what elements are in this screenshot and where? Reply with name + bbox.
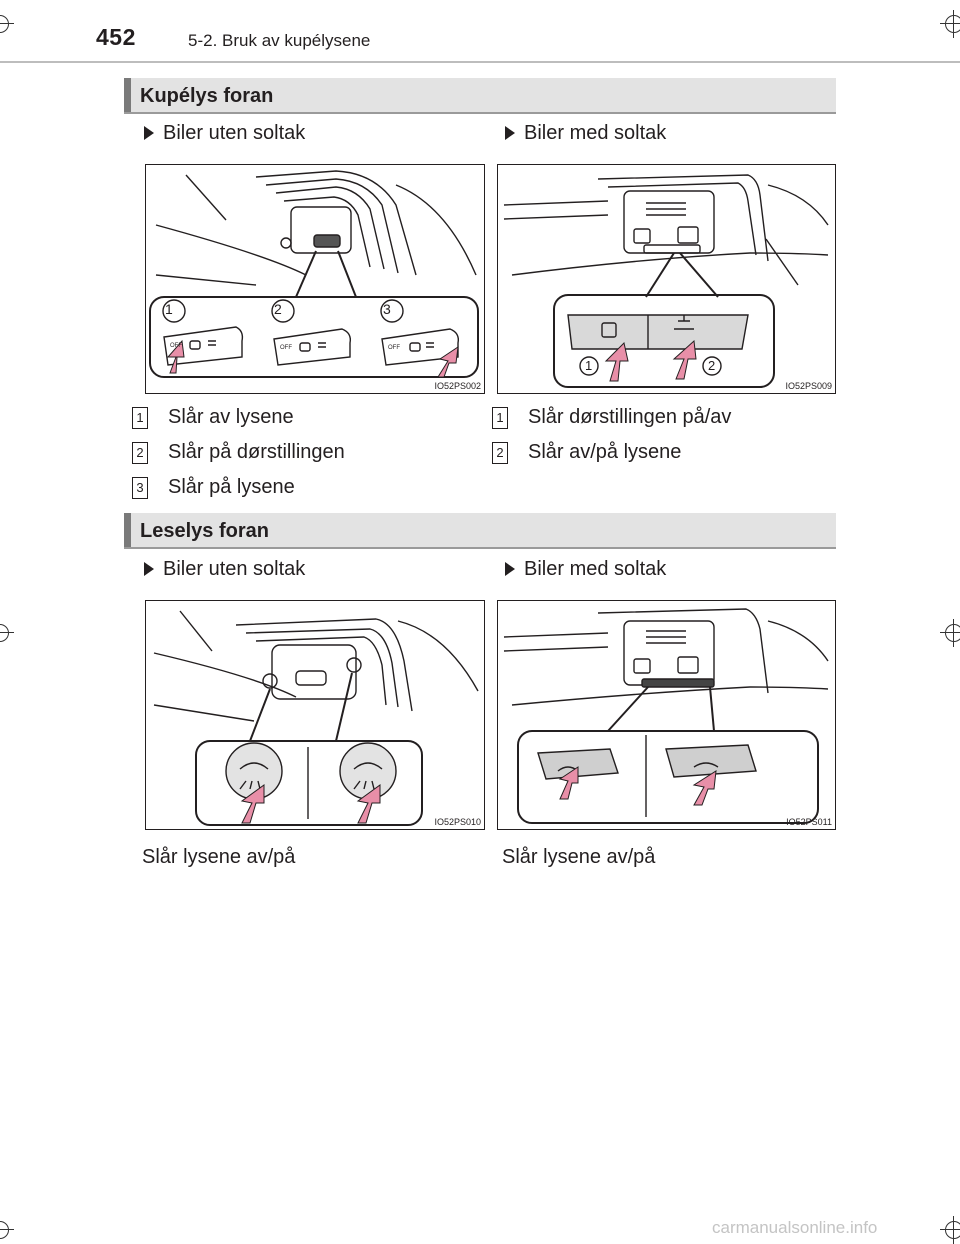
page-number: 452 xyxy=(96,24,136,50)
list-item: 2 Slår på dørstillingen xyxy=(132,441,472,467)
item-text: Slår av lysene xyxy=(168,406,294,428)
figure-code: IO52PS002 xyxy=(434,381,481,391)
chapter-title: 5-2. Bruk av kupélysene xyxy=(188,31,371,50)
triangle-bullet-icon xyxy=(505,126,515,140)
variant-label: Biler med soltak xyxy=(524,122,667,144)
figure-interior-light-no-sunroof: 1 2 3 OFF OFF OFF IO52PS002 xyxy=(145,164,485,394)
item-text: Slår på dørstillingen xyxy=(168,441,345,463)
item-number: 1 xyxy=(492,407,508,429)
variant-with-sunroof: Biler med soltak xyxy=(505,558,666,581)
item-number: 2 xyxy=(132,442,148,464)
callout-1: 1 xyxy=(165,301,173,317)
figure-code: IO52PS011 xyxy=(786,817,832,827)
variant-label: Biler uten soltak xyxy=(163,558,306,580)
variant-label: Biler uten soltak xyxy=(163,122,306,144)
heading-bar xyxy=(124,513,131,547)
variant-without-sunroof: Biler uten soltak xyxy=(144,122,305,145)
item-text: Slår på lysene xyxy=(168,476,295,498)
list-item: 2 Slår av/på lysene xyxy=(492,441,832,467)
heading-bar xyxy=(124,78,131,112)
figure-code: IO52PS010 xyxy=(434,817,481,827)
callout-1: 1 xyxy=(585,358,593,373)
list-item: 3 Slår på lysene xyxy=(132,476,472,502)
figure-reading-light-no-sunroof: IO52PS010 xyxy=(145,600,485,830)
registration-mark-bottom-right xyxy=(940,1216,960,1244)
header-rule xyxy=(0,61,960,63)
triangle-bullet-icon xyxy=(144,562,154,576)
registration-mark-top-right xyxy=(940,10,960,38)
section-title: Leselys foran xyxy=(140,520,269,542)
section-title: Kupélys foran xyxy=(140,85,274,107)
triangle-bullet-icon xyxy=(505,562,515,576)
figure-caption: Slår lysene av/på xyxy=(502,846,656,868)
triangle-bullet-icon xyxy=(144,126,154,140)
callout-2: 2 xyxy=(708,358,716,373)
figure-reading-light-sunroof: IO52PS011 xyxy=(497,600,836,830)
item-text: Slår dørstillingen på/av xyxy=(528,406,732,428)
registration-mark-top-left xyxy=(0,10,14,38)
figure-code: IO52PS009 xyxy=(785,381,832,391)
variant-label: Biler med soltak xyxy=(524,558,667,580)
callout-3: 3 xyxy=(383,301,391,317)
off-label: OFF xyxy=(170,343,182,349)
variant-without-sunroof: Biler uten soltak xyxy=(144,558,305,581)
item-text: Slår av/på lysene xyxy=(528,441,682,463)
figure-caption: Slår lysene av/på xyxy=(142,846,296,868)
list-item: 1 Slår dørstillingen på/av xyxy=(492,406,832,432)
section-heading-reading-light: Leselys foran xyxy=(124,513,836,549)
variant-with-sunroof: Biler med soltak xyxy=(505,122,666,145)
item-number: 2 xyxy=(492,442,508,464)
section-heading-interior-light: Kupélys foran xyxy=(124,78,836,114)
item-number: 1 xyxy=(132,407,148,429)
figure-interior-light-sunroof: 1 2 IO52PS009 xyxy=(497,164,836,394)
registration-mark-mid-left xyxy=(0,619,14,647)
registration-mark-bottom-left xyxy=(0,1216,14,1244)
callout-2: 2 xyxy=(274,301,282,317)
off-label: OFF xyxy=(280,345,292,351)
registration-mark-mid-right xyxy=(940,619,960,647)
page-header: 452 5-2. Bruk av kupélysene xyxy=(0,0,960,64)
list-item: 1 Slår av lysene xyxy=(132,406,472,432)
off-label: OFF xyxy=(388,345,400,351)
item-number: 3 xyxy=(132,477,148,499)
watermark: carmanualsonline.info xyxy=(712,1218,878,1237)
